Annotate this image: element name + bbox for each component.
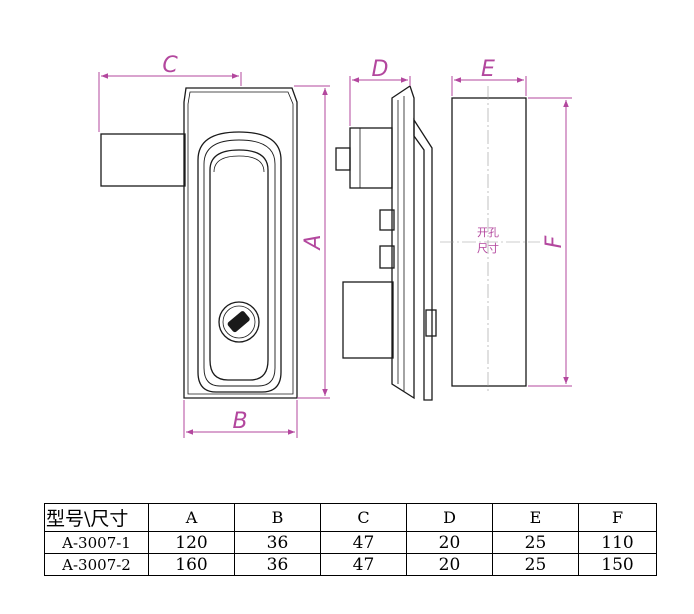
dim-label-a: A bbox=[301, 234, 326, 251]
lock-cylinder-side bbox=[100, 133, 186, 187]
technical-drawing: 开孔 尺寸 C D E A F B bbox=[98, 53, 572, 438]
cell-e: 25 bbox=[492, 531, 579, 554]
cell-d: 20 bbox=[406, 553, 493, 576]
dim-label-e: E bbox=[481, 57, 495, 82]
side-view bbox=[335, 84, 437, 401]
cell-model: A-3007-1 bbox=[44, 531, 149, 554]
dim-label-f: F bbox=[542, 235, 567, 248]
header-model-size: 型号\尺寸 bbox=[44, 503, 149, 532]
keyhole bbox=[218, 301, 260, 343]
table-row: A-3007-2 160 36 47 20 25 150 bbox=[44, 553, 657, 576]
header-d: D bbox=[406, 503, 493, 532]
dimension-labels: C D E A F B bbox=[162, 53, 567, 434]
front-view bbox=[100, 87, 298, 399]
dim-label-c: C bbox=[162, 53, 178, 78]
header-e: E bbox=[492, 503, 579, 532]
cell-f: 150 bbox=[578, 553, 657, 576]
cell-b: 36 bbox=[234, 531, 321, 554]
cell-d: 20 bbox=[406, 531, 493, 554]
front-plate bbox=[183, 87, 298, 399]
cell-a: 160 bbox=[148, 553, 235, 576]
handle bbox=[209, 149, 269, 381]
header-b: B bbox=[234, 503, 321, 532]
cell-b: 36 bbox=[234, 553, 321, 576]
cutout-label-line-2: 尺寸 bbox=[477, 241, 499, 255]
table-row: A-3007-1 120 36 47 20 25 110 bbox=[44, 531, 657, 554]
dim-label-b: B bbox=[232, 409, 247, 434]
cell-a: 120 bbox=[148, 531, 235, 554]
cell-e: 25 bbox=[492, 553, 579, 576]
header-a: A bbox=[148, 503, 235, 532]
handle-recess bbox=[197, 131, 282, 393]
cutout-view bbox=[440, 86, 540, 392]
cell-c: 47 bbox=[320, 531, 407, 554]
dim-label-d: D bbox=[372, 57, 389, 82]
header-f: F bbox=[578, 503, 657, 532]
table-header-row: 型号\尺寸 A B C D E F bbox=[44, 503, 657, 532]
cutout-label-line-1: 开孔 bbox=[477, 226, 499, 239]
cell-model: A-3007-2 bbox=[44, 553, 149, 576]
dimension-lines bbox=[98, 72, 572, 438]
cell-c: 47 bbox=[320, 553, 407, 576]
cell-f: 110 bbox=[578, 531, 657, 554]
header-c: C bbox=[320, 503, 407, 532]
dimension-table: 型号\尺寸 A B C D E F A-3007-1 120 36 47 20 … bbox=[44, 503, 657, 576]
